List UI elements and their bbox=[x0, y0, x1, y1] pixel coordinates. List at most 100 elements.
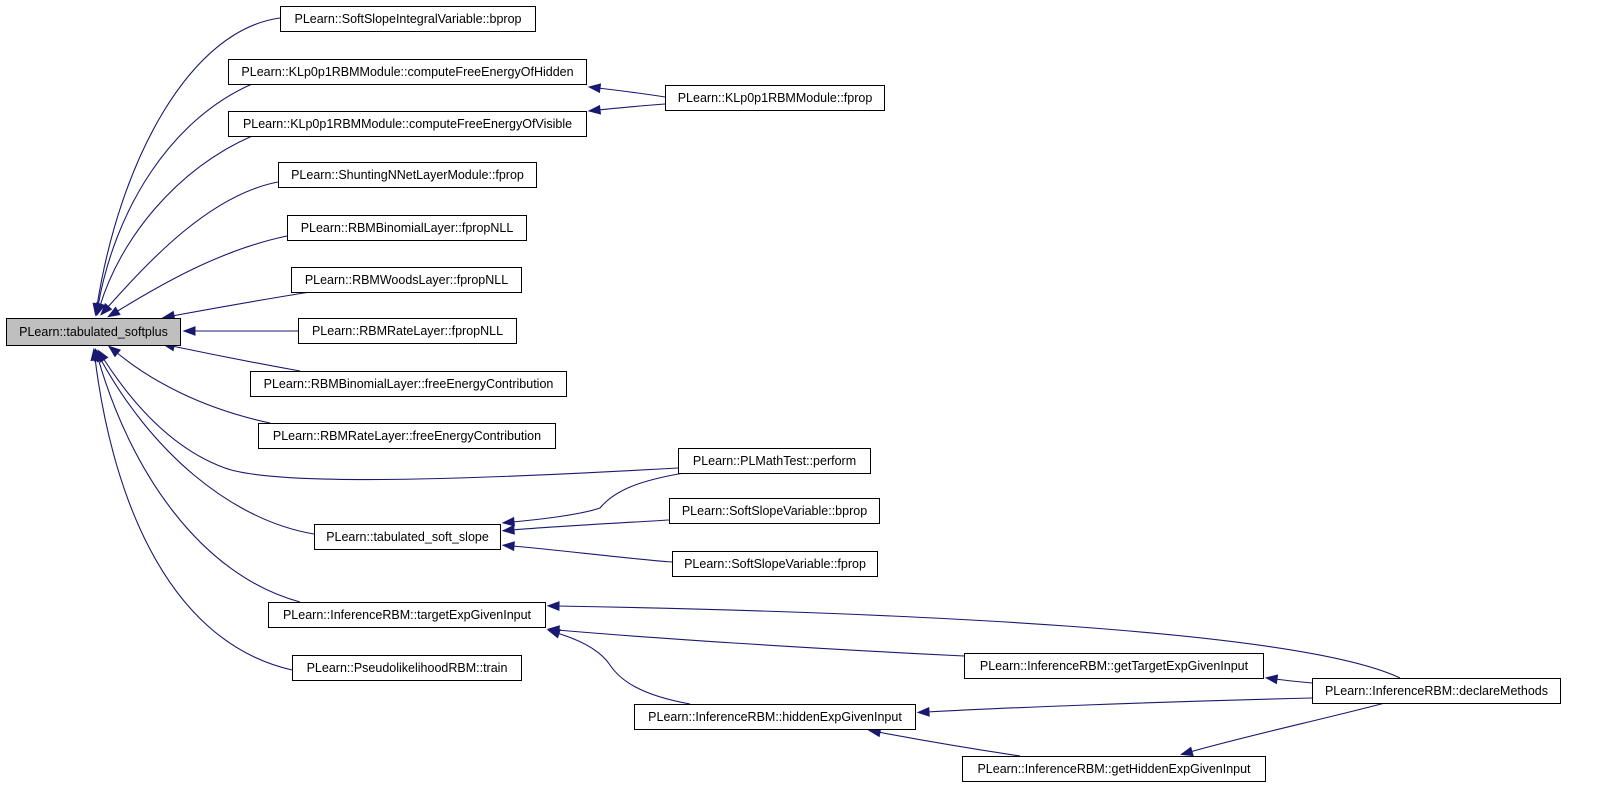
graph-node[interactable]: PLearn::InferenceRBM::hiddenExpGivenInpu… bbox=[634, 704, 916, 730]
graph-node[interactable]: PLearn::SoftSlopeVariable::fprop bbox=[672, 551, 878, 577]
edge-line bbox=[511, 545, 673, 563]
edge-arrowhead bbox=[587, 104, 602, 115]
edge-line bbox=[99, 135, 253, 307]
edge-line bbox=[511, 519, 670, 531]
node-label: PLearn::InferenceRBM::getHiddenExpGivenI… bbox=[977, 762, 1251, 776]
edge-line bbox=[94, 357, 293, 671]
node-box[interactable] bbox=[278, 162, 537, 188]
edge-arrowhead bbox=[1179, 746, 1194, 757]
edge-line bbox=[556, 629, 965, 657]
node-box[interactable] bbox=[1312, 678, 1561, 704]
node-box[interactable] bbox=[669, 498, 880, 524]
edge-n11-root bbox=[97, 349, 679, 481]
graph-node[interactable]: PLearn::InferenceRBM::targetExpGivenInpu… bbox=[268, 602, 546, 628]
root-node[interactable]: PLearn::tabulated_softplus bbox=[6, 318, 181, 346]
edge-line bbox=[106, 181, 279, 309]
node-box[interactable] bbox=[287, 215, 527, 241]
graph-node[interactable]: PLearn::InferenceRBM::declareMethods bbox=[1312, 678, 1561, 704]
edge-n18-n17 bbox=[1264, 674, 1313, 685]
edge-arrowhead bbox=[916, 706, 930, 717]
node-label: PLearn::KLp0p1RBMModule::computeFreeEner… bbox=[241, 65, 573, 79]
edge-n3-n4 bbox=[587, 103, 666, 115]
graph-node[interactable]: PLearn::InferenceRBM::getTargetExpGivenI… bbox=[964, 653, 1264, 679]
edge-line bbox=[171, 345, 301, 372]
edge-arrowhead bbox=[546, 601, 560, 611]
edge-line bbox=[556, 605, 1401, 679]
edge-n10-root bbox=[107, 345, 271, 424]
node-box[interactable] bbox=[298, 318, 517, 344]
edge-n8-root bbox=[182, 326, 298, 336]
node-box[interactable] bbox=[280, 6, 536, 32]
graph-node[interactable]: PLearn::InferenceRBM::getHiddenExpGivenI… bbox=[962, 756, 1266, 782]
edge-arrowhead bbox=[547, 629, 561, 639]
edge-arrowhead bbox=[182, 326, 196, 336]
node-label: PLearn::RBMWoodsLayer::fpropNLL bbox=[305, 273, 508, 287]
edge-n13-n12 bbox=[501, 519, 670, 535]
edge-arrowhead bbox=[96, 302, 106, 316]
graph-node[interactable]: PLearn::PLMathTest::perform bbox=[678, 448, 871, 474]
edge-n4-root bbox=[96, 135, 253, 316]
edge-n14-n12 bbox=[501, 541, 673, 563]
nodes-layer: PLearn::tabulated_softplusPLearn::SoftSl… bbox=[6, 6, 1561, 782]
edge-line bbox=[597, 103, 666, 111]
node-box[interactable] bbox=[665, 85, 885, 111]
edge-arrowhead bbox=[107, 306, 121, 318]
edge-line bbox=[99, 357, 315, 535]
graph-node[interactable]: PLearn::RBMBinomialLayer::fpropNLL bbox=[287, 215, 527, 241]
node-box[interactable] bbox=[250, 371, 567, 397]
graph-node[interactable]: PLearn::RBMRateLayer::freeEnergyContribu… bbox=[258, 423, 556, 449]
node-label: PLearn::RBMRateLayer::freeEnergyContribu… bbox=[273, 429, 541, 443]
node-box[interactable] bbox=[258, 423, 556, 449]
graph-node[interactable]: PLearn::KLp0p1RBMModule::computeFreeEner… bbox=[228, 59, 587, 85]
node-label: PLearn::InferenceRBM::targetExpGivenInpu… bbox=[283, 608, 532, 622]
node-box[interactable] bbox=[964, 653, 1264, 679]
graph-node[interactable]: PLearn::KLp0p1RBMModule::computeFreeEner… bbox=[228, 111, 587, 137]
node-box[interactable] bbox=[314, 524, 501, 550]
node-box[interactable] bbox=[268, 602, 546, 628]
graph-node[interactable]: PLearn::RBMRateLayer::fpropNLL bbox=[298, 318, 517, 344]
edge-line bbox=[96, 17, 281, 307]
edge-n9-root bbox=[161, 341, 301, 372]
node-box[interactable] bbox=[962, 756, 1266, 782]
node-box[interactable] bbox=[228, 111, 587, 137]
node-box[interactable] bbox=[291, 267, 522, 293]
node-label: PLearn::tabulated_soft_slope bbox=[326, 530, 489, 544]
node-label: PLearn::RBMBinomialLayer::fpropNLL bbox=[301, 221, 514, 235]
node-box[interactable] bbox=[672, 551, 878, 577]
graph-node[interactable]: PLearn::SoftSlopeVariable::bprop bbox=[669, 498, 880, 524]
node-box[interactable] bbox=[228, 59, 587, 85]
edge-n5-root bbox=[100, 181, 279, 316]
edges-layer bbox=[90, 17, 1401, 757]
node-label: PLearn::PLMathTest::perform bbox=[693, 454, 856, 468]
edge-line bbox=[97, 83, 253, 307]
edge-n18-n19 bbox=[916, 697, 1313, 717]
graph-node[interactable]: PLearn::RBMBinomialLayer::freeEnergyCont… bbox=[250, 371, 567, 397]
graph-node[interactable]: PLearn::KLp0p1RBMModule::fprop bbox=[665, 85, 885, 111]
graph-node[interactable]: PLearn::RBMWoodsLayer::fpropNLL bbox=[291, 267, 522, 293]
node-box[interactable] bbox=[634, 704, 916, 730]
edge-n18-n15 bbox=[546, 601, 1401, 679]
node-label: PLearn::PseudolikelihoodRBM::train bbox=[307, 661, 508, 675]
edge-line bbox=[511, 471, 691, 523]
edge-line bbox=[115, 235, 288, 313]
graph-node[interactable]: PLearn::tabulated_soft_slope bbox=[314, 524, 501, 550]
node-box[interactable] bbox=[292, 655, 522, 681]
edge-line bbox=[877, 731, 1021, 757]
graph-node[interactable]: PLearn::SoftSlopeIntegralVariable::bprop bbox=[280, 6, 536, 32]
edge-n6-root bbox=[107, 235, 288, 318]
node-box[interactable] bbox=[6, 318, 181, 346]
node-label: PLearn::InferenceRBM::hiddenExpGivenInpu… bbox=[648, 710, 902, 724]
edge-arrowhead bbox=[100, 302, 113, 316]
edge-n16-root bbox=[90, 347, 293, 671]
edge-n11-n12 bbox=[501, 471, 691, 527]
edge-line bbox=[1189, 702, 1386, 753]
edge-line bbox=[102, 357, 679, 481]
node-box[interactable] bbox=[678, 448, 871, 474]
edge-line bbox=[97, 357, 301, 603]
graph-node[interactable]: PLearn::PseudolikelihoodRBM::train bbox=[292, 655, 522, 681]
edge-n19-n15 bbox=[547, 629, 691, 705]
graph-node[interactable]: PLearn::ShuntingNNetLayerModule::fprop bbox=[278, 162, 537, 188]
edge-arrowhead bbox=[501, 541, 515, 552]
edge-line bbox=[1274, 678, 1313, 684]
